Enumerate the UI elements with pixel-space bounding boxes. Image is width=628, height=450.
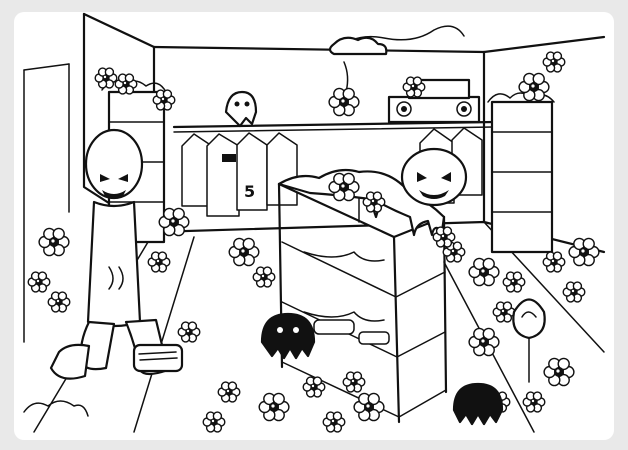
flower-icon bbox=[47, 291, 71, 313]
flower-icon bbox=[228, 237, 260, 267]
flower-icon bbox=[202, 411, 226, 433]
right-shelf bbox=[487, 92, 555, 254]
flower-icon bbox=[522, 391, 546, 413]
octopus-creature-left bbox=[260, 312, 316, 360]
flower-icon bbox=[328, 172, 360, 202]
flower-icon bbox=[38, 227, 70, 257]
hanging-vine bbox=[328, 25, 465, 93]
flower-icon bbox=[322, 411, 346, 433]
tulip-plant bbox=[512, 298, 546, 383]
flower-icon bbox=[542, 51, 566, 73]
shirt-number-sign: 5 bbox=[244, 182, 255, 201]
flower-icon bbox=[158, 207, 190, 237]
flower-cluster-layer bbox=[27, 51, 600, 433]
flower-icon bbox=[562, 281, 586, 303]
octopus-creature-right bbox=[452, 382, 504, 426]
flower-icon bbox=[362, 191, 386, 213]
flower-icon bbox=[252, 266, 276, 288]
flower-icon bbox=[432, 226, 456, 248]
flower-icon bbox=[543, 357, 575, 387]
coloring-page-illustration: 5 bbox=[14, 12, 614, 440]
flower-icon bbox=[568, 237, 600, 267]
flower-icon bbox=[492, 301, 516, 323]
flower-icon bbox=[114, 73, 138, 95]
flower-icon bbox=[468, 327, 500, 357]
flower-icon bbox=[94, 67, 118, 89]
flower-icon bbox=[302, 376, 326, 398]
flower-icon bbox=[502, 271, 526, 293]
flower-icon bbox=[542, 251, 566, 273]
flower-icon bbox=[147, 251, 171, 273]
flower-icon bbox=[217, 381, 241, 403]
flower-icon bbox=[353, 392, 385, 422]
bottom-left-cloud bbox=[23, 400, 89, 417]
flower-icon bbox=[468, 257, 500, 287]
tall-character bbox=[49, 128, 184, 380]
flower-icon bbox=[402, 76, 426, 98]
flower-icon bbox=[177, 321, 201, 343]
flower-icon bbox=[342, 371, 366, 393]
ghost-mascot-on-shelf bbox=[400, 147, 468, 207]
flower-icon bbox=[328, 87, 360, 117]
small-ghost-on-rack bbox=[224, 90, 258, 128]
flower-icon bbox=[27, 271, 51, 293]
flower-icon bbox=[258, 392, 290, 422]
flower-icon bbox=[518, 72, 550, 102]
flower-icon bbox=[152, 89, 176, 111]
